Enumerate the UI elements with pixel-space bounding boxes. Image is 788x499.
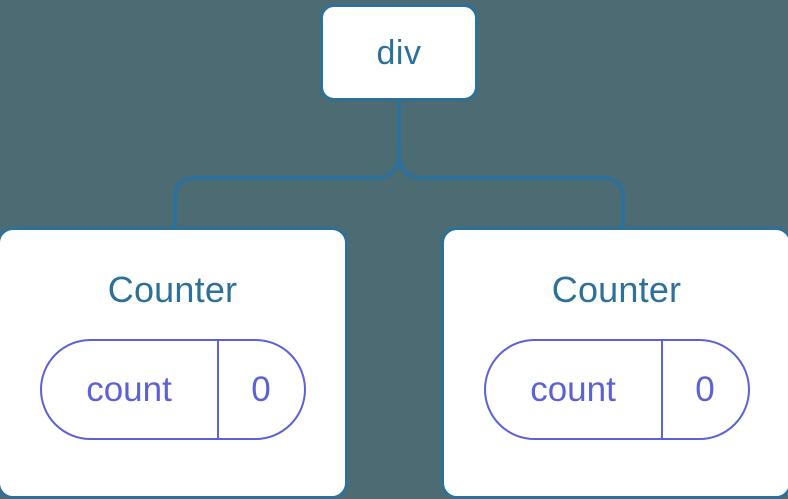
connector-branch-right — [397, 149, 625, 229]
node-counter-right-label: Counter — [551, 269, 682, 310]
node-counter-left-label: Counter — [107, 269, 238, 310]
state-key-left: count — [42, 341, 219, 438]
node-div[interactable]: div — [320, 4, 478, 101]
state-key-right: count — [486, 341, 663, 438]
node-counter-right[interactable]: Counter count 0 — [441, 227, 788, 499]
state-value-right: 0 — [695, 370, 715, 409]
state-value-left: 0 — [251, 370, 271, 409]
state-pill-right[interactable]: count 0 — [483, 339, 750, 440]
connector-branch-left — [173, 149, 401, 229]
node-counter-left[interactable]: Counter count 0 — [0, 227, 348, 499]
state-pill-left[interactable]: count 0 — [39, 339, 306, 440]
node-div-label: div — [376, 33, 422, 72]
